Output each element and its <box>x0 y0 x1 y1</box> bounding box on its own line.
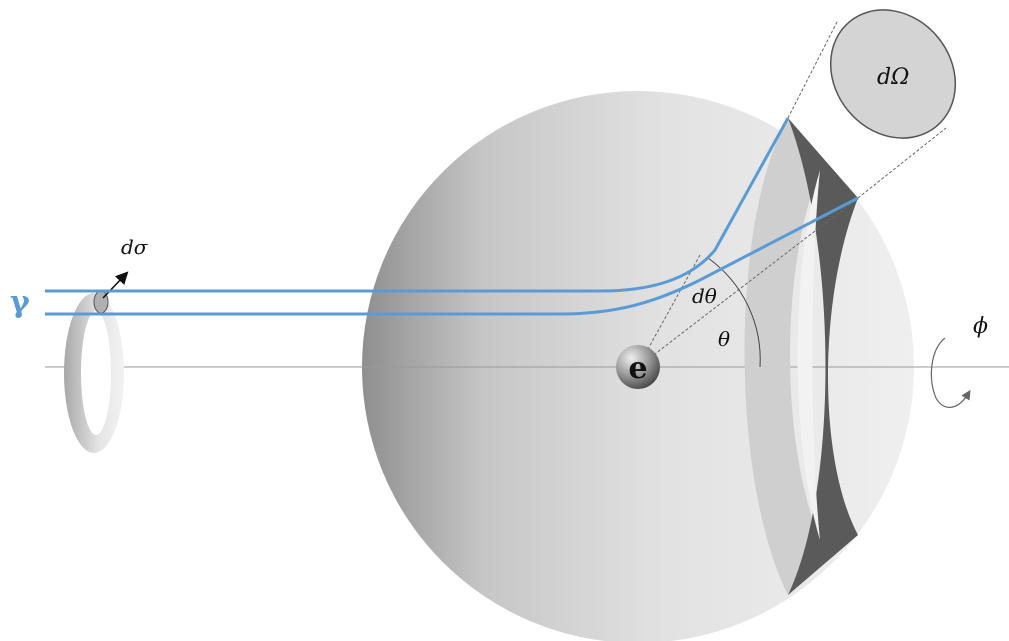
phi-label: ϕ <box>973 314 988 339</box>
gamma-label: γ <box>10 285 30 320</box>
theta-arc <box>707 257 761 368</box>
dark-band <box>788 118 858 595</box>
photon-path-upper <box>45 117 790 293</box>
cone-line-top <box>787 19 839 119</box>
solid-angle-disc <box>829 9 957 139</box>
d-theta-label: dθ <box>692 284 717 308</box>
radius-line-outer <box>637 197 859 368</box>
theta-label: θ <box>718 327 730 351</box>
electron-label: e <box>628 351 647 386</box>
rotation-icon <box>930 337 971 408</box>
light-band <box>744 118 820 595</box>
cone-line-bottom <box>857 127 947 199</box>
ring-hole <box>81 311 111 435</box>
band-gap <box>797 170 820 540</box>
d-omega-label: dΩ <box>877 65 909 90</box>
electron <box>616 345 660 389</box>
d-sigma-arrow <box>102 271 129 299</box>
photon-path-lower <box>45 196 859 316</box>
d-sigma-label: dσ <box>121 235 149 259</box>
